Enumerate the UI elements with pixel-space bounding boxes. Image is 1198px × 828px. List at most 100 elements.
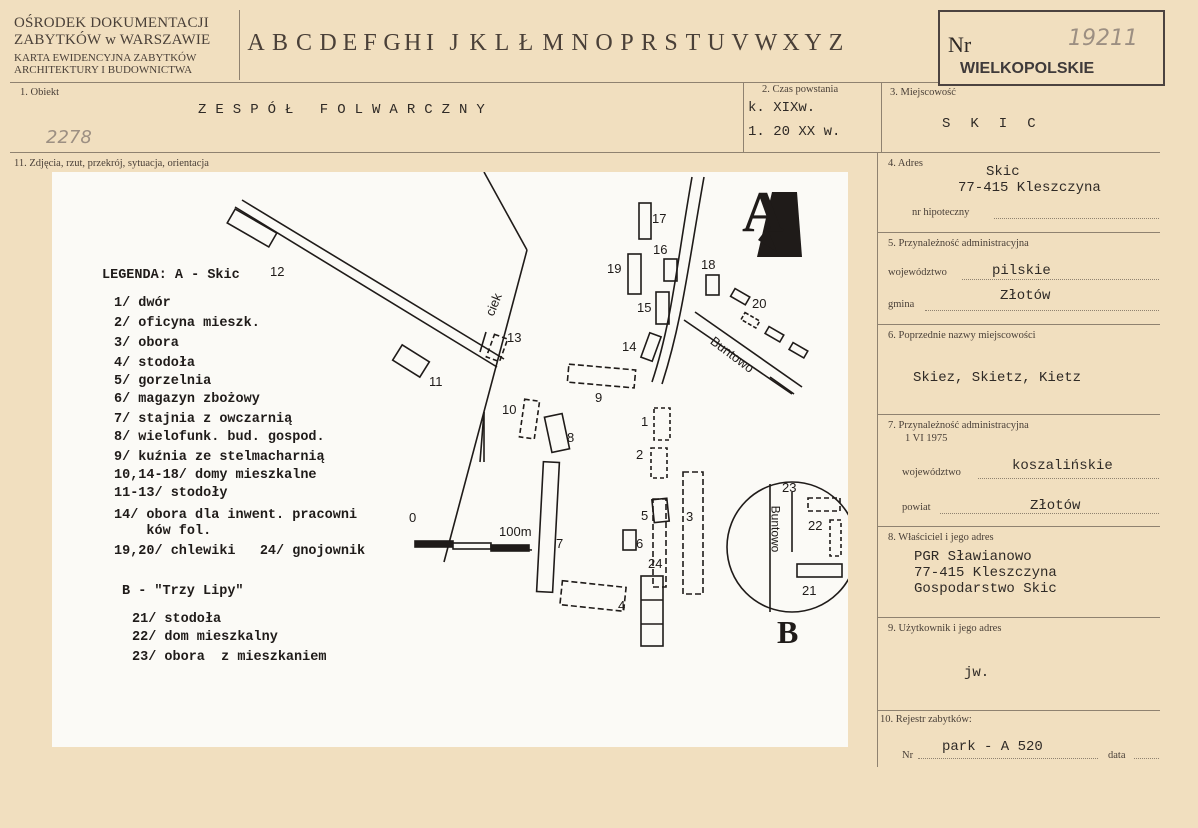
rejestr-value: park - A 520 bbox=[942, 739, 1043, 755]
woj5-value: pilskie bbox=[992, 263, 1051, 279]
przyn7-date: 1 VI 1975 bbox=[905, 433, 948, 444]
adres-line2: 77-415 Kleszczyna bbox=[958, 180, 1101, 196]
legend-item: 2/ oficyna mieszk. bbox=[114, 316, 260, 331]
obiekt-value: ZESPÓŁ FOLWARCZNY bbox=[198, 102, 494, 118]
legend-item: 19,20/ chlewiki 24/ gnojownik bbox=[114, 544, 366, 559]
scale-zero: 0 bbox=[409, 510, 417, 525]
alphabet-letter: G bbox=[383, 30, 401, 56]
building-number: 2 bbox=[636, 447, 644, 462]
rejestr-nr-label: Nr bbox=[902, 750, 914, 761]
plan-big-a: A bbox=[742, 179, 784, 244]
alphabet-letter: E bbox=[342, 30, 358, 56]
building-number: 20 bbox=[752, 296, 767, 311]
alphabet-letter: J bbox=[449, 30, 459, 56]
miejscowosc-label: 3. Miejscowość bbox=[890, 87, 956, 98]
building-number: 14 bbox=[622, 339, 637, 354]
adres-label: 4. Adres bbox=[888, 158, 923, 169]
alphabet-letter: U bbox=[707, 30, 725, 56]
building-number: 19 bbox=[607, 261, 622, 276]
alphabet-letter: L bbox=[494, 30, 510, 56]
miejscowosc-value: SKIC bbox=[942, 116, 1056, 132]
card-type-line2: ARCHITEKTURY I BUDOWNICTWA bbox=[14, 64, 193, 76]
scale-100m: 100m bbox=[499, 524, 532, 539]
nr-box: Nr 19211 WIELKOPOLSKIE bbox=[938, 10, 1165, 86]
gmina-label: gmina bbox=[888, 299, 915, 310]
alphabet-letter: V bbox=[731, 30, 749, 56]
legend-item: 1/ dwór bbox=[114, 296, 171, 311]
poprzednie-label: 6. Poprzednie nazwy miejscowości bbox=[888, 330, 1036, 341]
building-number: 9 bbox=[595, 390, 603, 405]
building-number: 7 bbox=[556, 536, 564, 551]
institution-line1: OŚRODEK DOKUMENTACJI bbox=[14, 15, 209, 31]
alphabet-letter: Z bbox=[828, 30, 844, 56]
adres-line1: Skic bbox=[986, 164, 1020, 180]
przyn7-label: 7. Przynależność administracyjna bbox=[888, 420, 1029, 431]
gmina-value: Złotów bbox=[1000, 288, 1051, 304]
building-number: 8 bbox=[567, 430, 575, 445]
powiat-label: powiat bbox=[902, 502, 931, 513]
legend-item: ków fol. bbox=[114, 524, 212, 539]
woj7-value: koszalińskie bbox=[1012, 458, 1113, 474]
alphabet-letter: P bbox=[620, 30, 634, 56]
wlasciciel-label: 8. Właściciel i jego adres bbox=[888, 532, 994, 543]
rejestr-label: 10. Rejestr zabytków: bbox=[880, 714, 972, 725]
building-number: 23 bbox=[782, 480, 797, 495]
building-number: 12 bbox=[270, 264, 285, 279]
data-label: data bbox=[1108, 750, 1126, 761]
legend-item: 4/ stodoła bbox=[114, 356, 196, 371]
institution-line2: ZABYTKÓW w WARSZAWIE bbox=[14, 32, 211, 48]
alphabet-letter: R bbox=[640, 30, 657, 56]
alphabet-letter: I bbox=[426, 30, 434, 56]
uzytkownik-value: jw. bbox=[964, 665, 990, 681]
plan-buntowo-inset: Buntowo bbox=[768, 505, 783, 553]
legend-item: 8/ wielofunk. bud. gospod. bbox=[114, 430, 325, 445]
building-number: 21 bbox=[802, 583, 817, 598]
przyn5-label: 5. Przynależność administracyjna bbox=[888, 238, 1029, 249]
site-plan-drawing bbox=[226, 172, 848, 647]
alphabet-letter: N bbox=[571, 30, 589, 56]
czas-line1: k. XIXw. bbox=[748, 100, 816, 116]
legend-item: 22/ dom mieszkalny bbox=[132, 630, 278, 645]
nr-label: Nr bbox=[948, 32, 972, 57]
building-number: 6 bbox=[636, 536, 644, 551]
hipoteczny-label: nr hipoteczny bbox=[912, 207, 970, 218]
building-number: 17 bbox=[652, 211, 667, 226]
building-number: 11 bbox=[429, 374, 443, 389]
building-number: 1 bbox=[641, 414, 649, 429]
woj5-label: województwo bbox=[888, 267, 947, 278]
legend-item: 11-13/ stodoły bbox=[114, 486, 228, 501]
legend-item: 6/ magazyn zbożowy bbox=[114, 392, 260, 407]
nr-pencil-number: 19211 bbox=[1068, 26, 1138, 51]
alphabet-letter: W bbox=[754, 30, 778, 56]
building-number: 22 bbox=[808, 518, 823, 533]
building-number: 4 bbox=[618, 598, 626, 613]
alphabet-letter: B bbox=[271, 30, 288, 56]
legend-item: 14/ obora dla inwent. pracowni bbox=[114, 508, 358, 523]
alphabet-letter: S bbox=[664, 30, 678, 56]
obiekt-label: 1. Obiekt bbox=[20, 87, 60, 98]
czas-label: 2. Czas powstania bbox=[762, 84, 839, 95]
building-number: 13 bbox=[507, 330, 522, 345]
alphabet-letter: D bbox=[319, 30, 337, 56]
alphabet-letter: F bbox=[363, 30, 377, 56]
legend-title: LEGENDA: A - Skic bbox=[102, 268, 240, 283]
zdjecia-label: 11. Zdjęcia, rzut, przekrój, sytuacja, o… bbox=[14, 158, 209, 169]
poprzednie-value: Skiez, Skietz, Kietz bbox=[913, 370, 1082, 386]
alphabet-letter: A bbox=[247, 30, 265, 56]
wlasciciel-line3: Gospodarstwo Skic bbox=[914, 581, 1057, 597]
legend-item: B - "Trzy Lipy" bbox=[122, 584, 244, 599]
wlasciciel-line2: 77-415 Kleszczyna bbox=[914, 565, 1057, 581]
building-number: 3 bbox=[686, 509, 694, 524]
wlasciciel-line1: PGR Sławianowo bbox=[914, 549, 1032, 565]
uzytkownik-label: 9. Użytkownik i jego adres bbox=[888, 623, 1002, 634]
alphabet-letter: Y bbox=[804, 30, 822, 56]
building-number: 15 bbox=[637, 300, 652, 315]
alphabet-letter: Ł bbox=[518, 30, 534, 56]
legend-item: 3/ obora bbox=[114, 336, 179, 351]
building-number: 18 bbox=[701, 257, 716, 272]
alphabet-letter: M bbox=[542, 30, 564, 56]
legend-item: 10,14-18/ domy mieszkalne bbox=[114, 468, 317, 483]
